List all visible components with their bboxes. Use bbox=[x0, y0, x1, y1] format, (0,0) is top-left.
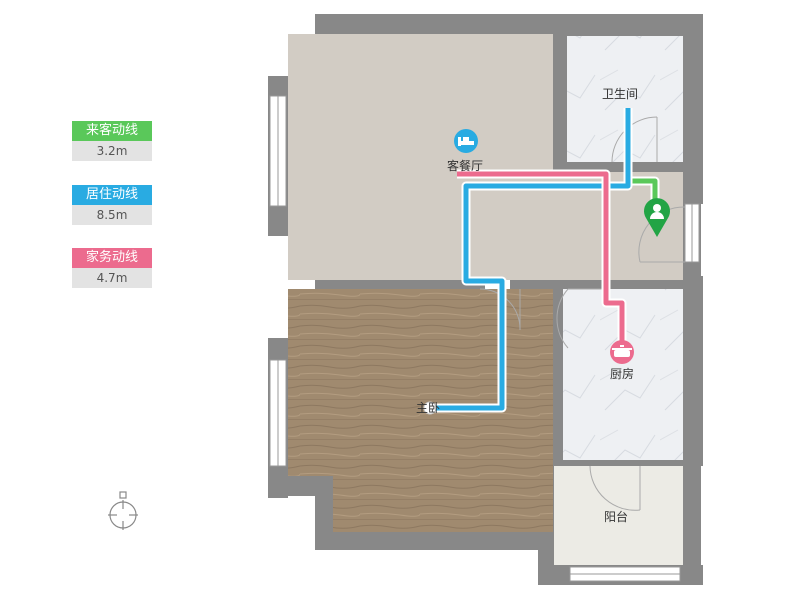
label-balcony: 阳台 bbox=[604, 509, 628, 524]
bedroom-floor bbox=[288, 289, 553, 476]
label-bathroom: 卫生间 bbox=[602, 87, 638, 101]
bedroom-endpoint bbox=[423, 401, 437, 415]
pot-icon bbox=[610, 340, 634, 364]
legend-living-value: 8.5m bbox=[72, 205, 152, 225]
legend-guest-label: 来客动线 bbox=[72, 121, 152, 141]
label-kitchen: 厨房 bbox=[610, 366, 634, 381]
balcony-floor bbox=[554, 466, 683, 565]
label-bedroom: 主卧 bbox=[416, 401, 440, 415]
compass-icon bbox=[108, 491, 138, 530]
legend-housework: 家务动线 4.7m bbox=[72, 248, 152, 288]
path-living bbox=[432, 108, 633, 413]
person-icon bbox=[644, 198, 670, 237]
path-housework bbox=[457, 169, 627, 346]
legend-housework-label: 家务动线 bbox=[72, 248, 152, 268]
bed-icon bbox=[454, 129, 478, 153]
legend-guest: 来客动线 3.2m bbox=[72, 121, 152, 161]
legend-housework-value: 4.7m bbox=[72, 268, 152, 288]
legend-living: 居住动线 8.5m bbox=[72, 185, 152, 225]
legend-guest-value: 3.2m bbox=[72, 141, 152, 161]
legend-living-label: 居住动线 bbox=[72, 185, 152, 205]
windows bbox=[269, 95, 700, 582]
label-living: 客餐厅 bbox=[447, 158, 483, 173]
